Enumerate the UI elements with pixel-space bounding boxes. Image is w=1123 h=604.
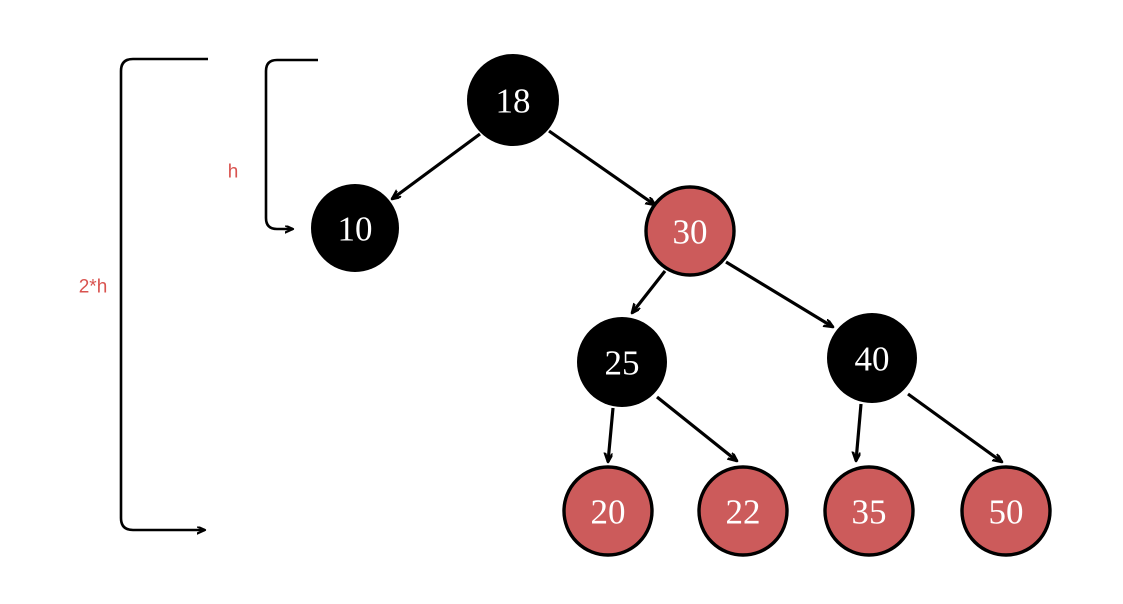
node-circle-40[interactable] [827,313,917,403]
node-circle-35[interactable] [823,465,915,557]
outer-bracket-label: 2*h [79,277,108,298]
tree-node-20[interactable]: 20 [562,465,654,557]
inner-bracket: h [228,58,318,229]
tree-node-10[interactable]: 10 [311,184,399,272]
inner-bracket-path [264,58,318,229]
edge-n18-to-n10 [392,132,481,199]
tree-node-18[interactable]: 18 [467,54,559,146]
edge-n40-to-n35 [856,403,863,461]
node-circle-18[interactable] [467,54,559,146]
edge-n18-to-n30 [548,129,655,207]
tree-node-50[interactable]: 50 [960,465,1052,557]
tree-nodes: 18 10 30 25 40 20 22 35 50 [311,54,1052,557]
edge-n25-to-n22 [656,395,737,461]
height-annotations: 2*h h [79,57,318,530]
tree-node-40[interactable]: 40 [827,313,917,403]
tree-node-22[interactable]: 22 [697,465,789,557]
outer-bracket-path [119,57,208,530]
node-circle-10[interactable] [311,184,399,272]
tree-edges [392,129,1002,462]
outer-bracket: 2*h [79,57,208,530]
edge-n30-to-n40 [725,260,833,329]
node-circle-50[interactable] [960,465,1052,557]
node-circle-20[interactable] [562,465,654,557]
edge-n30-to-n25 [632,270,667,313]
tree-node-35[interactable]: 35 [823,465,915,557]
node-circle-22[interactable] [697,465,789,557]
node-circle-25[interactable] [577,317,667,407]
tree-node-25[interactable]: 25 [577,317,667,407]
edge-n25-to-n20 [608,407,615,462]
tree-node-30[interactable]: 30 [644,185,736,277]
inner-bracket-label: h [228,162,239,183]
edge-n40-to-n50 [907,392,1002,462]
node-circle-30[interactable] [644,185,736,277]
